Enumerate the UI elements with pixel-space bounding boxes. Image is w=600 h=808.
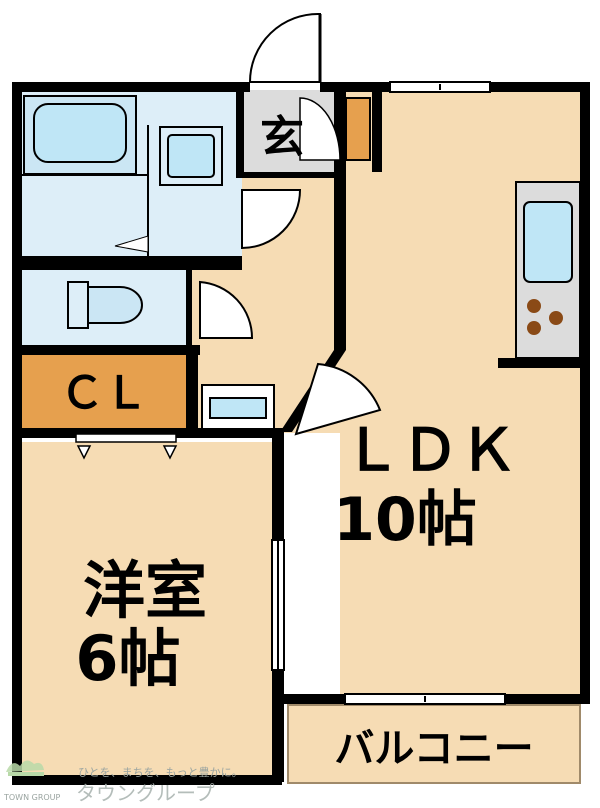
shoe-cabinet	[345, 97, 371, 161]
toilet	[67, 281, 143, 329]
balcony-window	[344, 693, 506, 705]
watermark: TOWN GROUP ひとを、まちを、もっと豊かに。 タウングループ	[3, 760, 243, 805]
logo-text: TOWN GROUP	[3, 793, 61, 802]
ldk-room	[340, 90, 582, 695]
washbasin	[159, 126, 223, 186]
closet-label: ＣＬ	[60, 368, 148, 419]
kitchen-counter	[515, 181, 581, 359]
bathtub	[23, 95, 137, 175]
brand-text: タウングループ	[76, 781, 215, 805]
ldk-label: ＬＤＫ	[343, 416, 517, 484]
top-window	[389, 81, 491, 93]
balcony	[287, 704, 581, 784]
western-label: 洋室	[83, 554, 207, 627]
closet-door-marks	[75, 433, 178, 460]
ldk-door	[294, 362, 382, 436]
balcony-label: バルコニー	[334, 726, 533, 772]
bath-door	[241, 189, 302, 250]
western-size-label: 6帖	[75, 622, 180, 695]
town-logo-icon	[6, 760, 44, 776]
corridor-sink	[201, 384, 275, 430]
entrance-label: 玄	[260, 112, 304, 163]
western-room	[22, 442, 280, 778]
tagline-text: ひとを、まちを、もっと豊かに。	[78, 766, 243, 779]
front-door	[248, 12, 321, 83]
ldk-size-label: 10帖	[333, 485, 477, 555]
closet-room	[22, 355, 190, 428]
stove-burner	[527, 299, 541, 313]
western-window	[271, 539, 285, 671]
toilet-door	[199, 280, 254, 339]
stove-burner	[549, 311, 563, 325]
stove-burner	[527, 321, 541, 335]
